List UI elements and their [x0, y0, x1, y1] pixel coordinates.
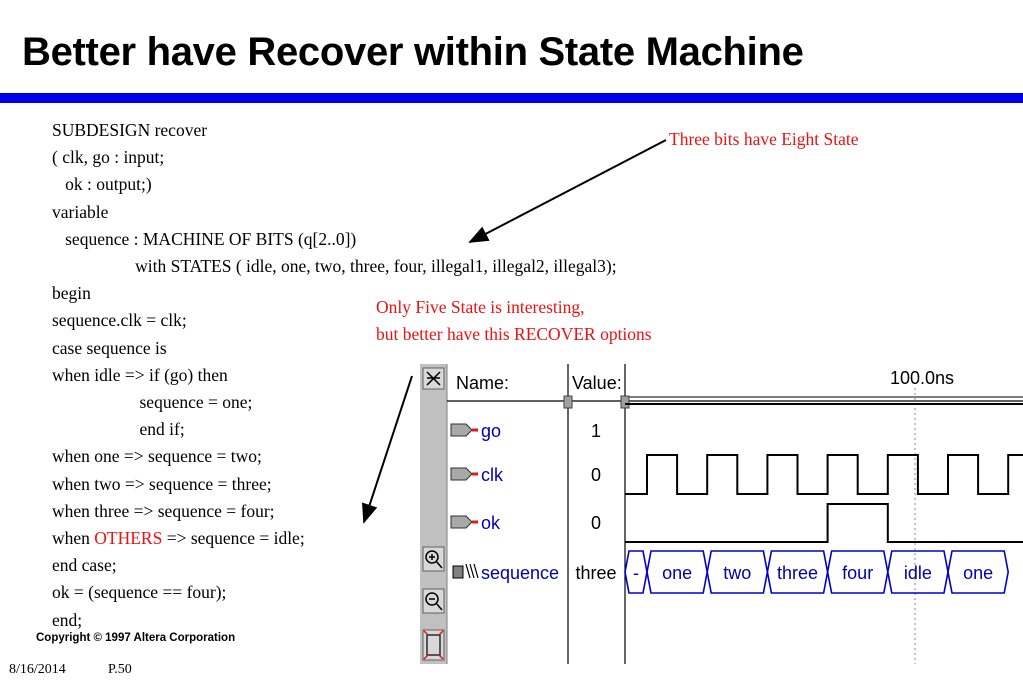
code-line: case sequence is [52, 337, 167, 358]
code-line: begin [52, 283, 91, 304]
sequence-state-label: idle [904, 563, 932, 583]
footer-page: P.50 [108, 662, 132, 677]
code-line: sequence : MACHINE OF BITS (q[2..0]) [52, 228, 357, 249]
code-line-others: when OTHERS => sequence = idle; [52, 525, 305, 552]
zoom-out-icon[interactable] [422, 588, 445, 614]
clk-waveform [625, 454, 1023, 495]
code-line: end if; [52, 419, 185, 440]
sequence-state-label: two [723, 563, 751, 583]
sequence-state-segment: one [646, 550, 709, 594]
code-line: when two => sequence = three; [52, 473, 272, 494]
signal-rows: go 1 clk 0 ok 0 sequence three [450, 421, 617, 583]
code-line: end case; [52, 555, 117, 576]
title-underline [0, 93, 1023, 103]
sequence-state-label: three [777, 563, 818, 583]
sequence-state-label: one [662, 563, 692, 583]
signal-name: sequence [481, 563, 559, 583]
code-line: sequence = one; [52, 392, 253, 412]
signal-row-sequence[interactable]: sequence three [452, 563, 617, 583]
input-pin-icon [450, 423, 478, 437]
others-prefix: when [52, 528, 95, 548]
splitter-handle-left[interactable] [563, 395, 573, 409]
input-pin-icon [450, 467, 478, 481]
footer-date: 8/16/2014 [9, 662, 66, 677]
sequence-state-label: four [842, 563, 873, 583]
note-five-state-line1: Only Five State is interesting, [376, 297, 585, 317]
code-line: ok = (sequence == four); [52, 582, 227, 603]
sequence-state-label: - [633, 563, 639, 583]
note-three-bits: Three bits have Eight State [669, 129, 859, 149]
signal-name: ok [481, 513, 501, 533]
signal-row-go[interactable]: go 1 [450, 421, 601, 441]
copyright: Copyright © 1997 Altera Corporation [36, 632, 236, 644]
code-line: SUBDESIGN recover [52, 120, 208, 140]
bus-icon [452, 563, 479, 579]
code-line: when three => sequence = four; [52, 500, 275, 521]
code-line: when idle => if (go) then [52, 364, 228, 385]
code-line: sequence.clk = clk; [52, 310, 187, 331]
waveform-toolbar [420, 364, 447, 664]
zoom-in-icon[interactable] [422, 546, 445, 572]
sequence-state-segment: two [706, 550, 769, 594]
signal-row-clk[interactable]: clk 0 [450, 465, 601, 485]
sequence-state-segment: - [624, 550, 648, 594]
arrow-to-machine-bits [468, 139, 667, 243]
others-suffix: => sequence = idle; [162, 528, 305, 548]
signal-row-ok[interactable]: ok 0 [450, 513, 601, 533]
sequence-state-segment: four [826, 550, 889, 594]
slide-title: Better have Recover within State Machine [22, 30, 804, 74]
value-column-header: Value: [572, 373, 622, 393]
output-pin-icon [450, 515, 478, 529]
sequence-state-segment: three [766, 550, 829, 594]
signal-value: 0 [591, 513, 601, 533]
fit-window-icon[interactable] [422, 629, 445, 661]
splitter-handle-right[interactable] [620, 395, 630, 409]
sequence-state-label: one [963, 563, 993, 583]
waveform-editor: Name: Value: 100.0ns go 1 clk 0 ok 0 sequence t… [420, 364, 1023, 664]
code-line: end; [52, 609, 83, 630]
others-keyword: OTHERS [94, 528, 163, 548]
sequence-state-segment: one [947, 550, 1010, 594]
signal-value: 0 [591, 465, 601, 485]
sequence-state-segment: idle [886, 550, 949, 594]
code-line: when one => sequence = two; [52, 446, 262, 467]
note-five-state-line2: but better have this RECOVER options [376, 324, 652, 344]
code-line: variable [52, 201, 109, 222]
waveforms: - one two three four idle one [624, 403, 1023, 594]
code-line: ( clk, go : input; [52, 147, 165, 168]
ok-waveform [625, 503, 1023, 543]
signal-name: clk [481, 465, 504, 485]
arrow-to-others [362, 375, 413, 524]
signal-value: three [575, 563, 616, 583]
signal-name: go [481, 421, 501, 441]
signal-value: 1 [591, 421, 601, 441]
code-line: with STATES ( idle, one, two, three, fou… [52, 256, 617, 276]
name-column-header: Name: [456, 373, 509, 393]
time-marker-label: 100.0ns [890, 368, 954, 388]
select-tool-icon[interactable] [422, 367, 445, 390]
code-line: ok : output;) [52, 174, 152, 195]
